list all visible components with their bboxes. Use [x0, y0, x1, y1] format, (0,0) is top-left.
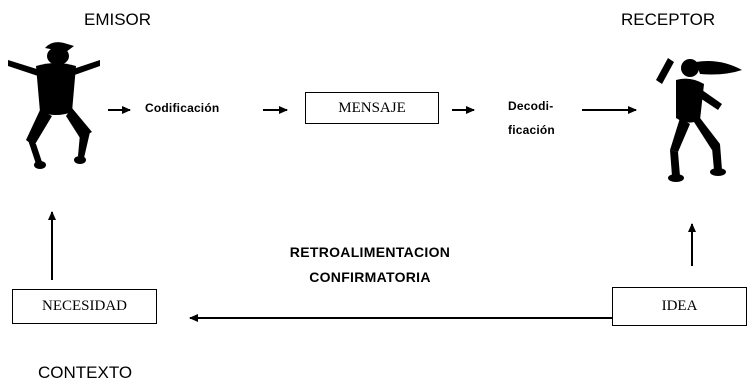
necesidad-box: NECESIDAD — [12, 289, 157, 324]
receptor-figure — [656, 58, 742, 182]
emisor-label: EMISOR — [84, 10, 152, 29]
emisor-figure — [8, 42, 100, 169]
retroalimentacion-line2: CONFIRMATORIA — [309, 269, 431, 285]
mensaje-box: MENSAJE — [305, 92, 439, 124]
contexto-label: CONTEXTO — [38, 363, 133, 382]
decodificacion-label: Decodi- ficación — [508, 94, 555, 142]
decodificacion-line1: Decodi- — [508, 99, 554, 113]
receptor-label: RECEPTOR — [621, 10, 716, 29]
retroalimentacion-label: RETROALIMENTACION CONFIRMATORIA — [240, 240, 500, 290]
idea-box: IDEA — [612, 287, 747, 326]
codificacion-label: Codificación — [145, 101, 220, 115]
retroalimentacion-line1: RETROALIMENTACION — [289, 244, 451, 260]
decodificacion-line2: ficación — [508, 123, 555, 137]
